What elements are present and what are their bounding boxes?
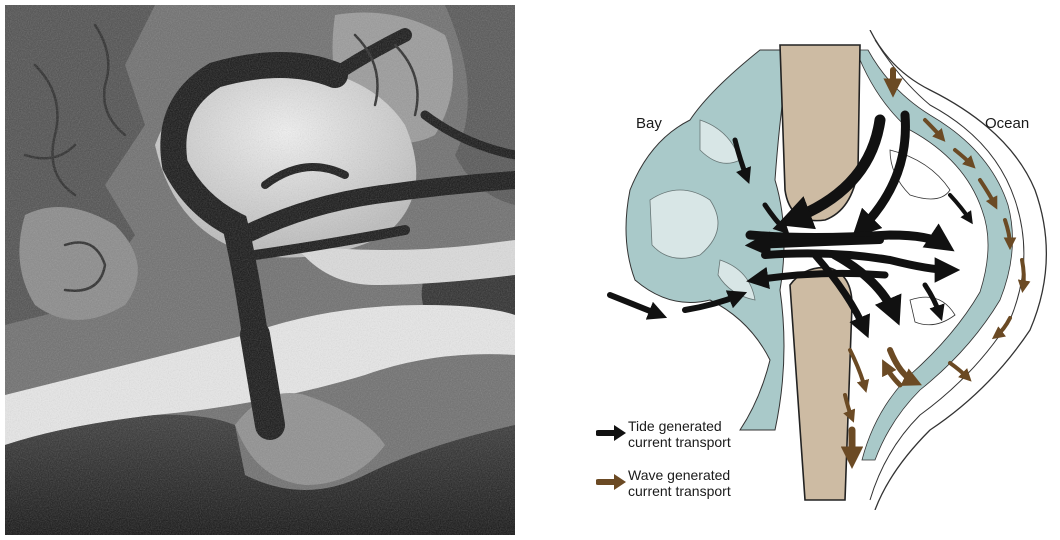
- tide-arrow-icon: [596, 422, 628, 444]
- legend-wave-text: Wave generated current transport: [628, 467, 768, 499]
- bay-label: Bay: [636, 115, 662, 132]
- ocean-label: Ocean: [985, 115, 1029, 132]
- legend-wave-line2: current transport: [628, 483, 768, 499]
- legend-tide: Tide generated current transport: [596, 418, 768, 450]
- aerial-photo-tidal-inlet-icon: [5, 5, 515, 535]
- wave-arrow-icon: [596, 471, 628, 493]
- legend-tide-line1: Tide generated: [628, 418, 768, 434]
- aerial-photo: [5, 5, 515, 535]
- legend-wave-line1: Wave generated: [628, 467, 768, 483]
- legend-tide-text: Tide generated current transport: [628, 418, 768, 450]
- legend-wave: Wave generated current transport: [596, 467, 768, 499]
- legend-tide-line2: current transport: [628, 434, 768, 450]
